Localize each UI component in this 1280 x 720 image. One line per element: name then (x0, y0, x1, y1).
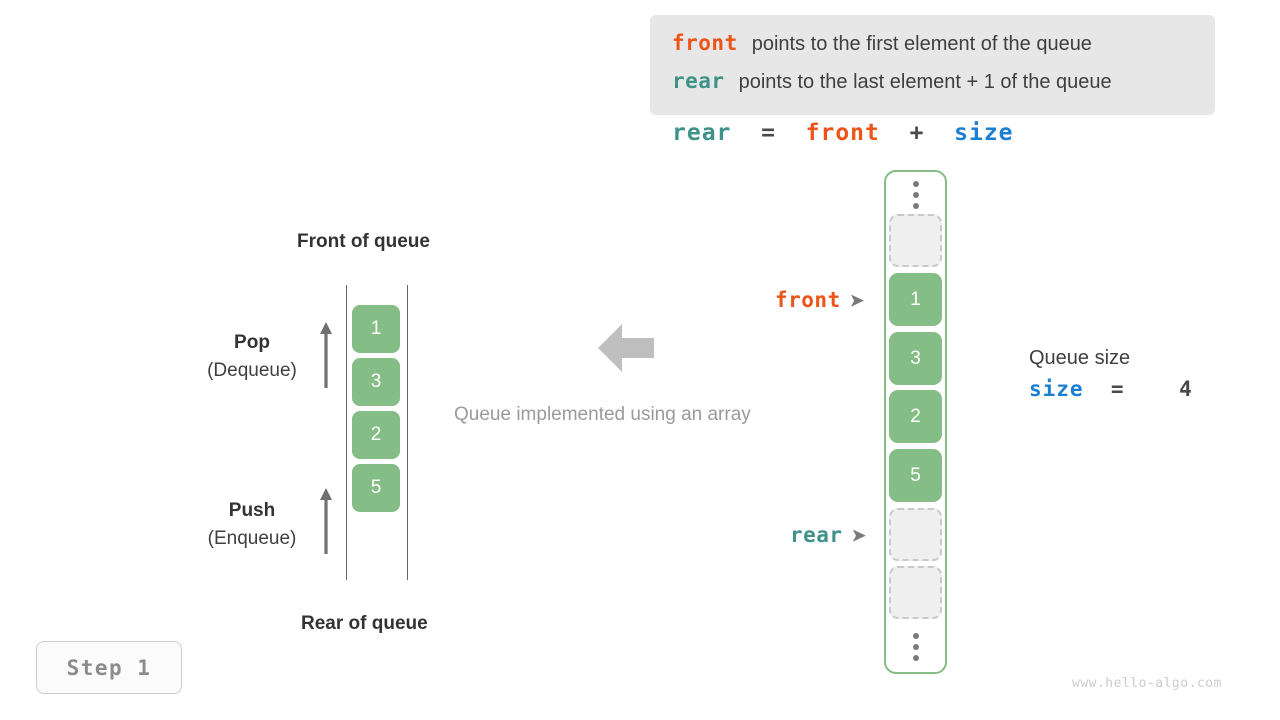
legend-row-rear: rear points to the last element + 1 of t… (672, 69, 1215, 107)
array-slot-filled: 5 (889, 449, 942, 502)
legend-description-rear: points to the last element + 1 of the qu… (738, 71, 1112, 93)
legend-description-front: points to the first element of the queue (751, 33, 1092, 55)
queue-cell: 3 (352, 358, 400, 406)
step-badge: Step 1 (36, 641, 182, 694)
formula-rear-equals-front-plus-size: rear = front + size (672, 120, 1014, 146)
queue-size-equals-sign: = (1083, 377, 1152, 401)
front-of-queue-label: Front of queue (297, 231, 430, 252)
front-pointer-arrow-icon: ➤ (849, 290, 865, 310)
legend-row-front: front points to the first element of the… (672, 31, 1215, 69)
push-up-arrow-icon (318, 484, 334, 554)
array-slot-filled: 2 (889, 390, 942, 443)
pop-label-title: Pop (234, 332, 270, 353)
queue-cell: 2 (352, 411, 400, 459)
watermark: www.hello-algo.com (1072, 676, 1222, 691)
push-label-title: Push (228, 500, 276, 521)
queue-size-expression: size = 4 (1029, 372, 1220, 406)
array-slot-filled: 3 (889, 332, 942, 385)
queue-wall-left (346, 285, 347, 580)
queue-size-title: Queue size (1029, 347, 1131, 369)
array-ellipsis-top-icon (889, 174, 942, 216)
legend-keyword-rear: rear (672, 69, 725, 93)
queue-cell: 5 (352, 464, 400, 512)
legend-keyword-front: front (672, 31, 738, 55)
formula-term-rear: rear (672, 120, 732, 146)
formula-equals-sign: = (731, 120, 806, 146)
rear-pointer-arrow-icon: ➤ (851, 525, 867, 545)
array-slot-empty (889, 214, 942, 267)
formula-plus-sign: + (879, 120, 955, 146)
array-slot-filled: 1 (889, 273, 942, 326)
rear-pointer-text: rear (790, 523, 843, 547)
array-slot-empty (889, 508, 942, 561)
push-label-alt: (Enqueue) (207, 528, 297, 549)
array-slot-empty (889, 566, 942, 619)
rear-of-queue-label: Rear of queue (301, 613, 428, 634)
queue-cell: 1 (352, 305, 400, 353)
array-ellipsis-bottom-icon (889, 626, 942, 668)
front-pointer-label: front ➤ (775, 288, 864, 312)
formula-term-size: size (954, 120, 1014, 146)
front-pointer-text: front (775, 288, 841, 312)
pop-operation-label: Pop (Dequeue) (182, 330, 322, 385)
rear-pointer-label: rear ➤ (790, 523, 866, 547)
step-badge-label: Step 1 (66, 655, 152, 680)
center-caption: Queue implemented using an array (454, 404, 751, 425)
queue-size-variable: size (1029, 377, 1084, 401)
pop-up-arrow-icon (318, 318, 334, 388)
queue-size-value: 4 (1151, 377, 1221, 401)
queue-size-block: Queue size size = 4 (1029, 344, 1220, 406)
queue-wall-right (407, 285, 408, 580)
formula-term-front: front (805, 120, 880, 146)
legend-box: front points to the first element of the… (650, 15, 1215, 115)
pop-label-alt: (Dequeue) (207, 360, 297, 381)
push-operation-label: Push (Enqueue) (182, 498, 322, 553)
arrow-left-icon (596, 322, 656, 379)
